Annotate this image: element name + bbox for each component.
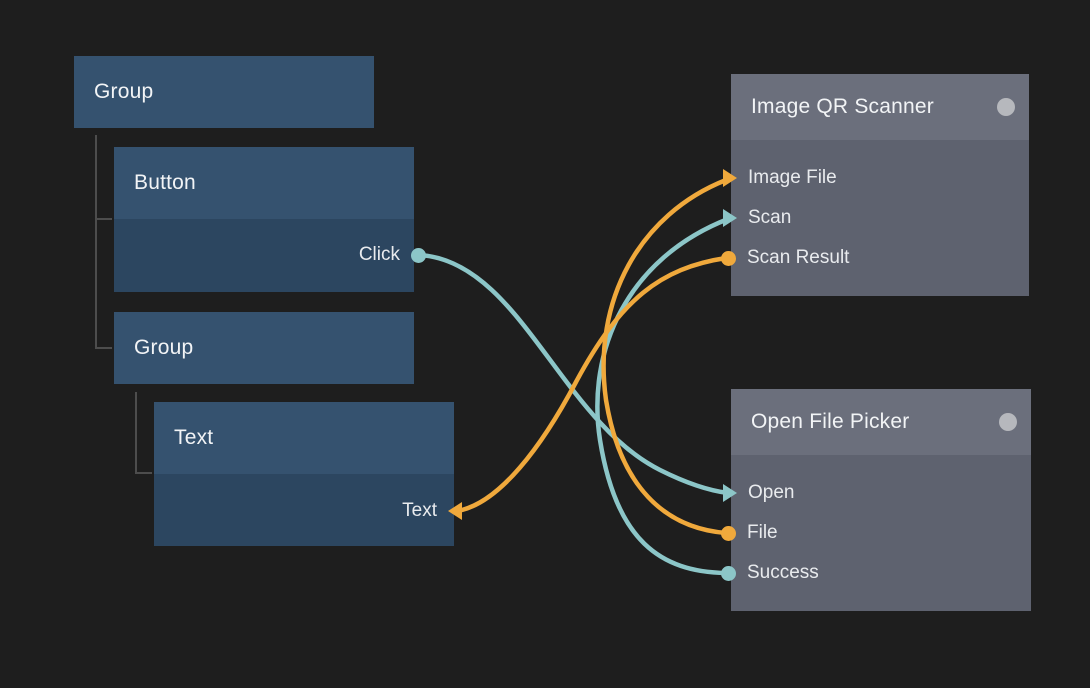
port-text-out[interactable]: Text: [402, 501, 462, 521]
node-open-file-picker-title: Open File Picker: [751, 410, 910, 433]
node-button-title: Button: [134, 171, 196, 194]
node-image-qr-scanner-title: Image QR Scanner: [751, 95, 934, 118]
node-image-qr-scanner-header[interactable]: Image QR Scanner: [731, 74, 1029, 140]
edge-click-to-open: [417, 252, 731, 496]
tree-connector-tick-2a: [135, 472, 152, 474]
tree-connector-vertical-1: [95, 135, 97, 349]
port-dot-icon[interactable]: [721, 565, 736, 581]
tree-connector-vertical-2: [135, 392, 137, 474]
node-open-file-picker-header[interactable]: Open File Picker: [731, 389, 1031, 455]
node-image-qr-scanner[interactable]: Image QR Scanner Image File Scan Scan Re…: [721, 74, 1029, 296]
node-text-header[interactable]: Text: [154, 402, 454, 474]
port-picker-success-label: Success: [747, 562, 819, 583]
node-collapse-dot-icon[interactable]: [999, 413, 1017, 431]
node-group-root-title: Group: [94, 80, 154, 103]
node-text-title: Text: [174, 426, 214, 449]
port-arrow-icon[interactable]: [723, 484, 737, 502]
port-picker-file[interactable]: File: [721, 523, 778, 543]
port-dot-icon[interactable]: [721, 250, 736, 266]
node-collapse-dot-icon[interactable]: [997, 98, 1015, 116]
tree-connector-tick-1b: [95, 347, 112, 349]
port-arrow-icon[interactable]: [723, 209, 737, 227]
edge-success-to-scan: [595, 216, 731, 576]
tree-connector-tick-1a: [95, 218, 112, 220]
port-text-out-label: Text: [402, 500, 437, 521]
node-image-qr-scanner-body: Image File Scan Scan Result: [721, 140, 1029, 296]
node-button[interactable]: Button Click: [114, 147, 426, 292]
port-button-click-label: Click: [358, 244, 400, 265]
port-scanner-image-file[interactable]: Image File: [723, 168, 837, 188]
port-picker-open-label: Open: [748, 482, 795, 503]
port-scanner-scan[interactable]: Scan: [723, 208, 791, 228]
port-dot-icon[interactable]: [721, 525, 736, 541]
port-button-click[interactable]: Click: [359, 245, 426, 265]
node-group-root[interactable]: Group: [74, 56, 374, 128]
port-scanner-scan-label: Scan: [748, 207, 792, 228]
node-button-header[interactable]: Button: [114, 147, 414, 219]
node-button-body: Click: [114, 219, 426, 292]
port-picker-success[interactable]: Success: [721, 563, 819, 583]
port-dot-icon[interactable]: [411, 247, 426, 263]
port-scanner-image-file-label: Image File: [748, 167, 837, 188]
port-scanner-scan-result-label: Scan Result: [747, 247, 850, 268]
node-group-root-header[interactable]: Group: [74, 56, 374, 128]
node-group-child-header[interactable]: Group: [114, 312, 414, 384]
port-picker-open[interactable]: Open: [723, 483, 794, 503]
port-arrow-icon[interactable]: [723, 169, 737, 187]
port-picker-file-label: File: [747, 522, 778, 543]
edge-file-to-image-file: [601, 177, 729, 536]
node-text-body: Text: [154, 474, 462, 546]
node-open-file-picker-body: Open File Success: [721, 455, 1031, 611]
node-open-file-picker[interactable]: Open File Picker Open File Success: [721, 389, 1031, 611]
node-group-child-title: Group: [134, 336, 194, 359]
port-arrow-icon[interactable]: [448, 502, 462, 520]
edge-scan-result-to-text: [459, 255, 729, 513]
port-scanner-scan-result[interactable]: Scan Result: [721, 248, 849, 268]
node-group-child[interactable]: Group: [114, 312, 414, 384]
node-text[interactable]: Text Text: [154, 402, 462, 546]
